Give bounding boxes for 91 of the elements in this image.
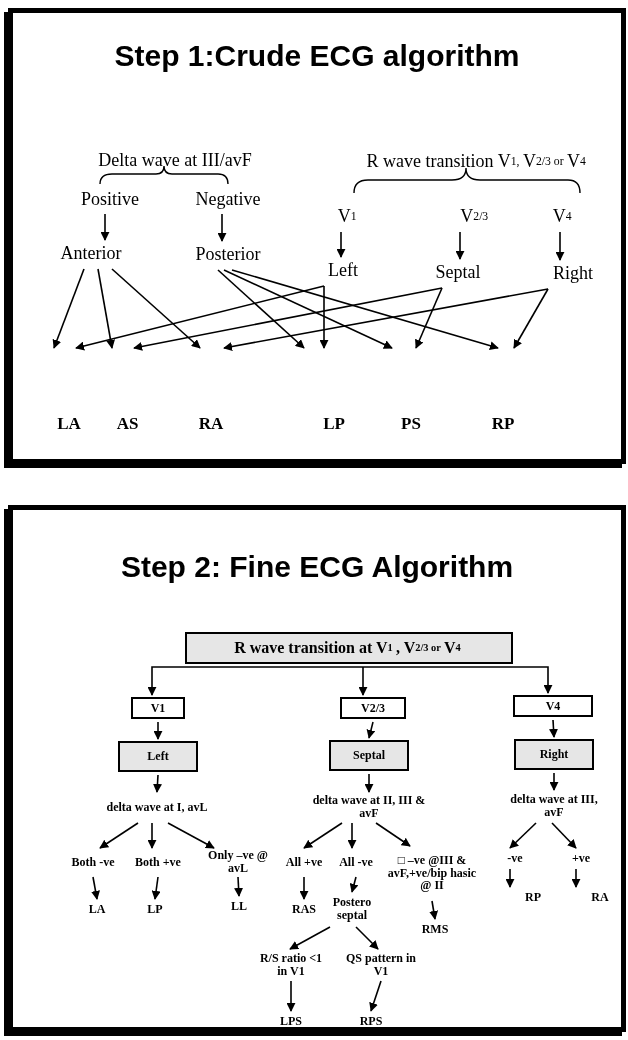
arrow [299, 876, 309, 900]
arrow [336, 231, 346, 258]
node-label: □ –ve @III & avF,+ve/bip hasic @ II [387, 848, 477, 898]
process-box: Right [514, 739, 594, 770]
node-label: delta wave at III, avF [501, 792, 607, 820]
node-label: Both -ve [69, 850, 117, 874]
node-label: QS pattern in V1 [343, 951, 419, 978]
node-label: All -ve [337, 850, 375, 874]
arrow [223, 288, 549, 351]
node-label: delta wave at I, avL [99, 794, 215, 820]
arrow [549, 772, 559, 791]
node-label: RAS [286, 901, 322, 917]
panel-title: Step 2: Fine ECG Algorithm [119, 550, 515, 584]
arrow [234, 876, 244, 897]
arrow [147, 666, 364, 696]
node-label: Left [321, 259, 365, 283]
arrow [111, 268, 201, 349]
arrow [153, 774, 162, 793]
node-label: RPS [353, 1013, 389, 1029]
node-label: -ve [500, 850, 530, 866]
arrow [571, 868, 581, 888]
arrow [415, 287, 443, 349]
arrow [429, 900, 439, 920]
arrow [319, 285, 329, 349]
arrow [75, 285, 325, 351]
arrow [223, 269, 393, 349]
node-label: LL [223, 898, 255, 914]
arrow [133, 287, 443, 351]
node-label: Posterior [187, 243, 269, 267]
process-box: V2/3 [340, 697, 406, 719]
arrow [289, 926, 331, 950]
arrow [375, 822, 411, 847]
node-label: Delta wave at III/avF [53, 149, 297, 173]
arrow [99, 822, 139, 849]
node-label: delta wave at II, III & avF [309, 794, 429, 820]
node-label: +ve [566, 850, 596, 866]
arrow [286, 980, 296, 1012]
arrow [217, 269, 305, 349]
arrow [455, 231, 465, 260]
arrow [167, 822, 215, 849]
arrow [97, 268, 115, 349]
arrow [153, 721, 163, 740]
arrow [151, 876, 161, 900]
arrow [347, 822, 357, 849]
node-label: R/S ratio <1 in V1 [257, 951, 325, 978]
arrow [513, 288, 549, 349]
process-box: Left [118, 741, 198, 772]
node-label: Positive [71, 189, 149, 211]
arrow [217, 213, 227, 242]
arrow [509, 822, 537, 849]
node-label: Negative [185, 189, 271, 211]
arrow [549, 719, 558, 738]
node-label: Septal [427, 261, 489, 285]
arrow [364, 773, 374, 793]
node-label: LP [139, 901, 171, 917]
node-label: RP [477, 350, 529, 432]
process-box: Septal [329, 740, 409, 771]
node-label: All +ve [285, 850, 323, 874]
node-label: Both +ve [134, 850, 182, 874]
arrow [555, 231, 565, 261]
node-label: RA [181, 350, 241, 432]
node-label: AS [105, 350, 150, 432]
node-label: RP [511, 889, 555, 905]
process-box: V1 [131, 697, 185, 719]
arrow [355, 926, 379, 950]
arrow [505, 868, 515, 888]
node-label: LPS [273, 1013, 309, 1029]
node-label: Only –ve @ avL [200, 850, 276, 874]
panel-title: Step 1:Crude ECG algorithm [113, 39, 521, 73]
node-label: Anterior [51, 242, 131, 266]
arrow [369, 980, 382, 1012]
arrow [100, 213, 110, 241]
node-label: LA [81, 901, 113, 917]
node-label: RA [577, 889, 623, 905]
node-label: LA [43, 350, 95, 432]
arrow [303, 822, 343, 849]
arrow [349, 876, 359, 893]
node-label: RMS [415, 921, 455, 937]
arrow [358, 666, 368, 696]
arrow [52, 268, 85, 349]
node-label: LP [303, 350, 365, 432]
arrow [366, 721, 376, 739]
node-label: Postero septal [321, 894, 383, 924]
node-label: PS [389, 350, 433, 432]
arrow [231, 269, 499, 351]
arrow [147, 822, 157, 849]
arrow [91, 876, 100, 900]
arrow [362, 666, 553, 694]
node-label: Right [543, 262, 603, 286]
arrow [551, 822, 577, 849]
process-box: V4 [513, 695, 593, 717]
